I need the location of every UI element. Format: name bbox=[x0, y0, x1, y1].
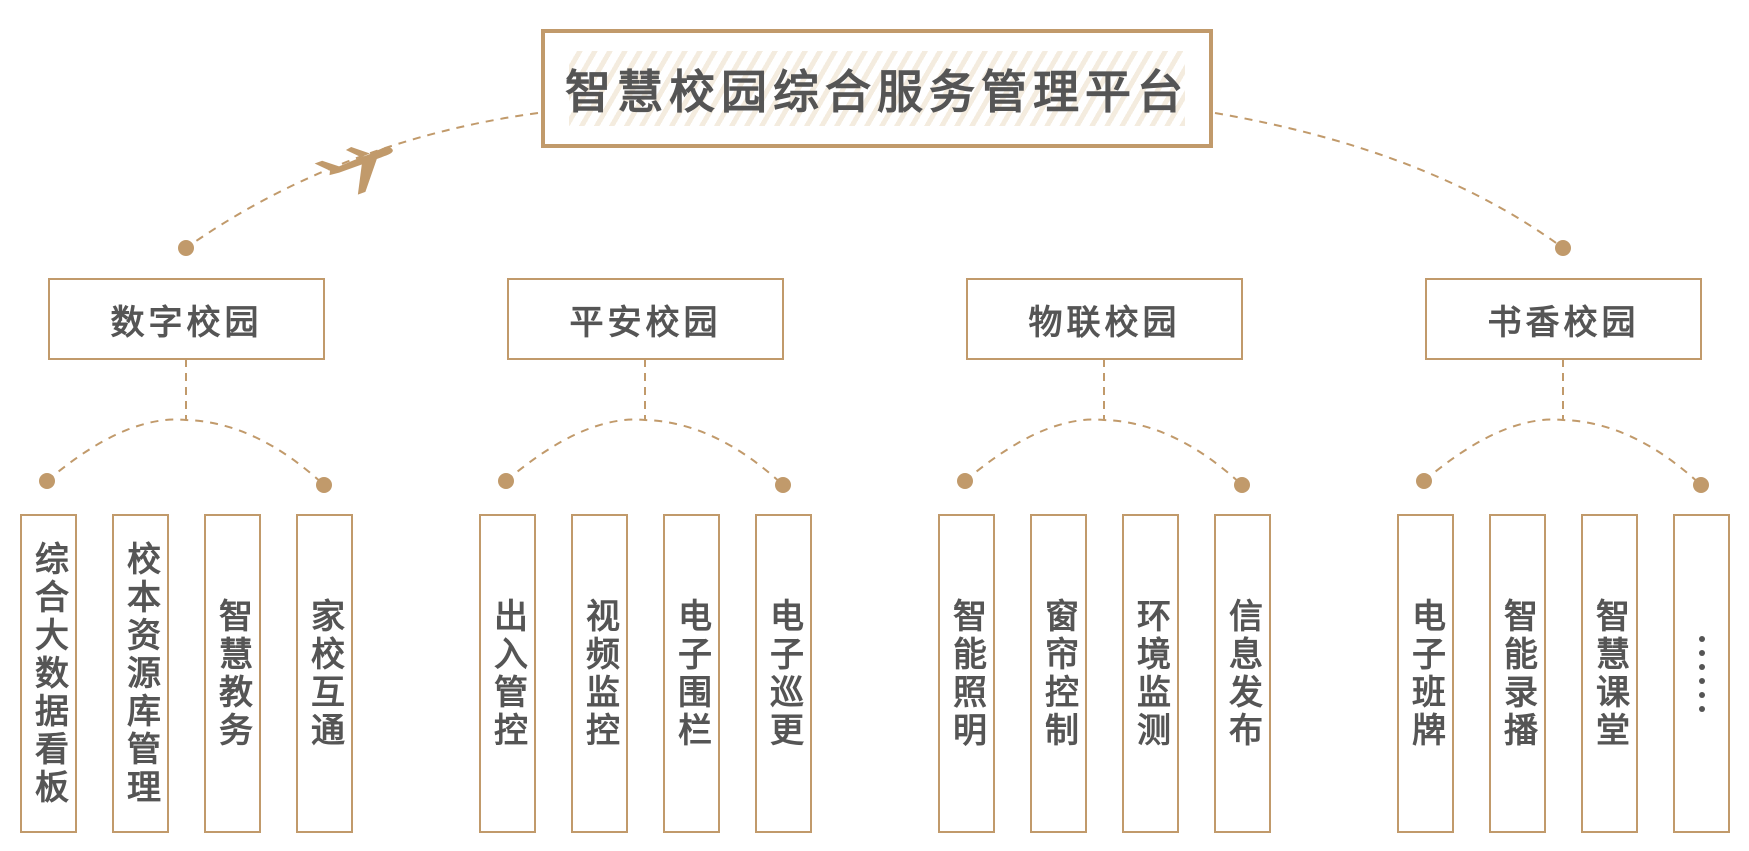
airplane-icon bbox=[314, 147, 393, 195]
connector-arc bbox=[46, 418, 325, 486]
connector-arc-left bbox=[185, 112, 539, 249]
group-label: 平安校园 bbox=[569, 302, 722, 343]
group-box: 数字校园 bbox=[48, 278, 325, 360]
leaf-box: 家校互通 bbox=[296, 514, 353, 833]
connector-dot bbox=[775, 477, 791, 493]
connector-dot bbox=[1555, 240, 1571, 256]
leaf-label: 智慧教务 bbox=[212, 597, 253, 750]
leaf-box: 信息发布 bbox=[1214, 514, 1271, 833]
group-label: 数字校园 bbox=[110, 302, 263, 343]
leaf-label: 电子巡更 bbox=[763, 597, 804, 750]
ellipsis-dot bbox=[1698, 705, 1705, 712]
leaf-label: 窗帘控制 bbox=[1038, 597, 1079, 750]
ellipsis-dot bbox=[1698, 649, 1705, 656]
leaf-box: 出入管控 bbox=[479, 514, 536, 833]
group-box: 书香校园 bbox=[1425, 278, 1702, 360]
leaf-label: 环境监测 bbox=[1130, 597, 1171, 750]
connector-dot bbox=[1416, 473, 1432, 489]
ellipsis-dot bbox=[1698, 691, 1705, 698]
leaf-box: 智慧教务 bbox=[204, 514, 261, 833]
connector-dot bbox=[39, 473, 55, 489]
leaf-box: 智能照明 bbox=[938, 514, 995, 833]
leaf-box: 视频监控 bbox=[571, 514, 628, 833]
leaf-box: 电子班牌 bbox=[1397, 514, 1454, 833]
connector-dot bbox=[498, 473, 514, 489]
group-box: 物联校园 bbox=[966, 278, 1243, 360]
group-label: 物联校园 bbox=[1028, 302, 1181, 343]
platform-title: 智慧校园综合服务管理平台 bbox=[565, 64, 1189, 119]
ellipsis-dot bbox=[1698, 663, 1705, 670]
group-box: 平安校园 bbox=[507, 278, 784, 360]
connector-arc bbox=[505, 418, 784, 486]
leaf-label: 视频监控 bbox=[579, 597, 620, 750]
connector-arc-right bbox=[1214, 112, 1564, 249]
leaf-label: 电子班牌 bbox=[1405, 597, 1446, 750]
leaf-label: 智慧课堂 bbox=[1589, 597, 1630, 750]
leaf-box: 智慧课堂 bbox=[1581, 514, 1638, 833]
connector-dot bbox=[957, 473, 973, 489]
leaf-box: 校本资源库管理 bbox=[112, 514, 169, 833]
connector-dot bbox=[316, 477, 332, 493]
leaf-box: 电子围栏 bbox=[663, 514, 720, 833]
connector-arc bbox=[1423, 418, 1702, 486]
ellipsis-icon bbox=[1698, 635, 1705, 712]
leaf-label: 智能录播 bbox=[1497, 597, 1538, 750]
leaf-label: 信息发布 bbox=[1222, 597, 1263, 750]
leaf-box: 智能录播 bbox=[1489, 514, 1546, 833]
connector-arc bbox=[964, 418, 1243, 486]
leaf-box: 窗帘控制 bbox=[1030, 514, 1087, 833]
ellipsis-dot bbox=[1698, 635, 1705, 642]
leaf-box: 环境监测 bbox=[1122, 514, 1179, 833]
ellipsis-dot bbox=[1698, 677, 1705, 684]
leaf-label: 出入管控 bbox=[487, 597, 528, 750]
connector-dot bbox=[178, 240, 194, 256]
leaf-label: 校本资源库管理 bbox=[120, 540, 161, 807]
leaf-label: 智能照明 bbox=[946, 597, 987, 750]
leaf-box: 综合大数据看板 bbox=[20, 514, 77, 833]
leaf-label: 电子围栏 bbox=[671, 597, 712, 750]
leaf-box: 电子巡更 bbox=[755, 514, 812, 833]
leaf-box bbox=[1673, 514, 1730, 833]
leaf-label: 家校互通 bbox=[304, 597, 345, 750]
group-label: 书香校园 bbox=[1487, 302, 1640, 343]
title-stripe-background bbox=[569, 51, 1185, 126]
platform-title-box: 智慧校园综合服务管理平台 bbox=[541, 29, 1213, 148]
leaf-label: 综合大数据看板 bbox=[28, 540, 69, 807]
connector-dot bbox=[1234, 477, 1250, 493]
connector-dot bbox=[1693, 477, 1709, 493]
